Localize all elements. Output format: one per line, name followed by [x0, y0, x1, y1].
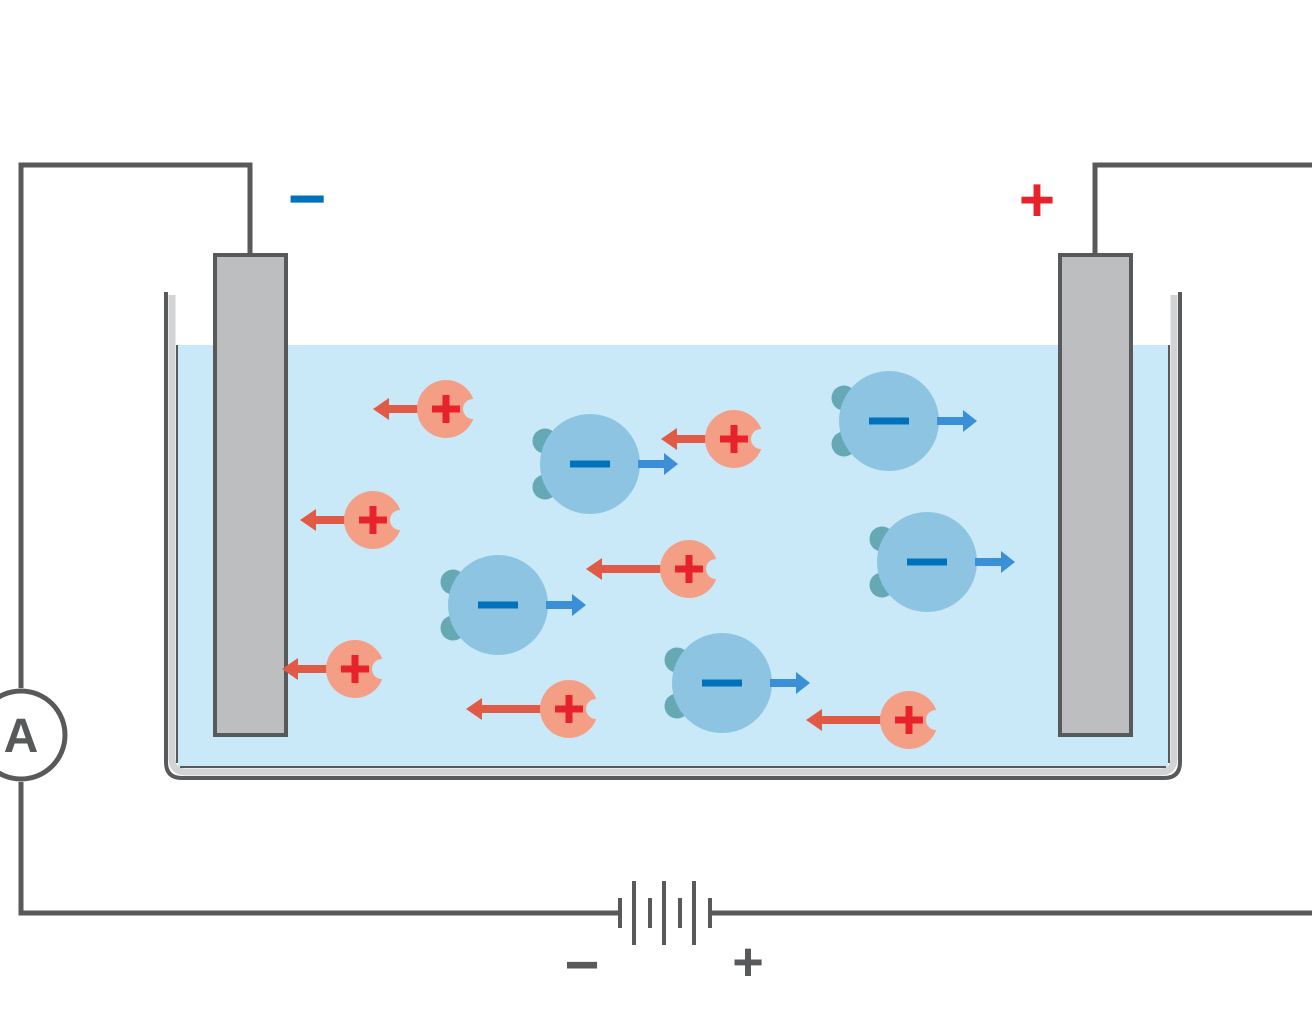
anion-minus — [702, 679, 742, 687]
circuit-wires — [18, 162, 1312, 916]
cathode-electrode — [213, 253, 288, 737]
cation — [373, 380, 483, 438]
wire-right — [1092, 162, 1312, 255]
wire-left — [18, 162, 253, 688]
anion-arrow-shaft — [975, 558, 1003, 566]
cation-notch — [926, 710, 946, 730]
cation — [586, 540, 726, 598]
cation-notch — [463, 399, 483, 419]
cation-plus-v — [730, 425, 738, 453]
ammeter-label: A — [4, 710, 39, 763]
ammeter-circle — [0, 688, 68, 782]
anion-arrow-shaft — [937, 417, 965, 425]
cation-plus-v — [565, 695, 573, 723]
anion — [831, 371, 977, 471]
cation-notch — [372, 659, 392, 679]
anion-minus — [869, 417, 909, 425]
cation-plus-v — [685, 555, 693, 583]
wire-left-bottom — [18, 782, 618, 916]
anion-minus — [907, 558, 947, 566]
cation-plus-v — [905, 706, 913, 734]
beaker-wall-inner — [168, 295, 1178, 776]
cation-arrow-head — [300, 509, 316, 531]
cation — [300, 491, 410, 549]
anion-arrow-head — [796, 672, 810, 694]
cation-arrow-shaft — [480, 705, 544, 713]
cation-plus-v — [351, 655, 359, 683]
cation-notch — [706, 559, 726, 579]
cation-arrow-head — [806, 709, 822, 731]
cation-notch — [751, 429, 771, 449]
cation-plus-v — [369, 506, 377, 534]
cation — [806, 691, 946, 749]
cation — [466, 680, 606, 738]
cation-plus-v — [442, 395, 450, 423]
cation-arrow-shaft — [314, 516, 348, 524]
anion-minus — [570, 460, 610, 468]
anion — [440, 555, 586, 655]
cation-arrow-head — [661, 428, 677, 450]
cation-arrow-shaft — [387, 405, 421, 413]
anion-arrow-head — [572, 594, 586, 616]
cation-arrow-head — [373, 398, 389, 420]
cation-arrow-shaft — [675, 435, 709, 443]
cation-arrow-head — [586, 558, 602, 580]
cation — [282, 640, 392, 698]
anion — [869, 512, 1015, 612]
cation-notch — [586, 699, 606, 719]
cation-arrow-head — [282, 658, 298, 680]
cation-arrow-shaft — [296, 665, 330, 673]
anion-arrow-head — [1001, 551, 1015, 573]
ammeter: A — [0, 688, 68, 782]
anion — [664, 633, 810, 733]
anion-arrow-shaft — [770, 679, 798, 687]
ions — [282, 371, 1015, 749]
beaker-wall-outer — [164, 292, 1182, 780]
battery — [618, 881, 712, 945]
anion-arrow-head — [664, 453, 678, 475]
battery-positive-sign: + — [732, 932, 764, 992]
anion-arrow-head — [963, 410, 977, 432]
anion-arrow-shaft — [546, 601, 574, 609]
cation-arrow-head — [466, 698, 482, 720]
anode-electrode — [1058, 253, 1133, 737]
cation-notch — [390, 510, 410, 530]
anion-arrow-shaft — [638, 460, 666, 468]
anion — [532, 414, 678, 514]
battery-negative-sign: − — [564, 931, 599, 998]
anode-sign: + — [1019, 166, 1055, 235]
cation-arrow-shaft — [820, 716, 884, 724]
cathode-sign: − — [288, 161, 327, 235]
anion-minus — [478, 601, 518, 609]
cation — [661, 410, 771, 468]
cation-arrow-shaft — [600, 565, 664, 573]
